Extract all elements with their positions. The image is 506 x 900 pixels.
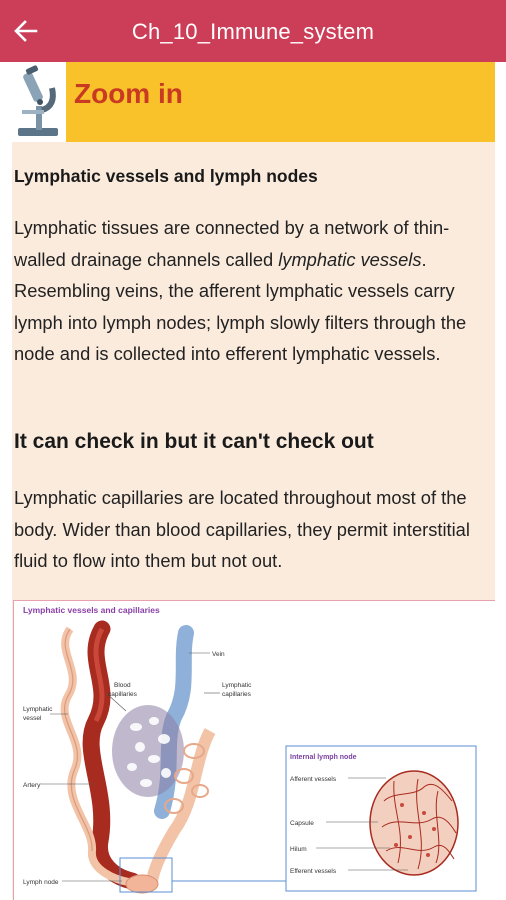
- label-blood-capillaries-1: Blood: [114, 682, 131, 689]
- label-lymph-node: Lymph node: [23, 879, 59, 886]
- section-paragraph: Lymphatic tissues are connected by a net…: [14, 217, 467, 365]
- page-title: Ch_10_Immune_system: [131, 19, 375, 44]
- label-lymphatic-capillaries-1: Lymphatic: [222, 682, 252, 689]
- inset-title: Internal lymph node: [290, 754, 357, 761]
- figure-title: Lymphatic vessels and capillaries: [23, 605, 160, 615]
- label-lymphatic-vessel-2: vessel: [23, 715, 42, 722]
- microscope-icon: [12, 62, 66, 142]
- zoom-in-banner: Zoom in: [12, 62, 495, 142]
- content-area: Zoom in Lymphatic vessels and lymph node…: [12, 62, 495, 900]
- label-artery: Artery: [23, 782, 41, 789]
- zoom-in-title: Zoom in: [74, 78, 183, 109]
- label-lymphatic-vessel-1: Lymphatic: [23, 706, 53, 713]
- label-lymphatic-capillaries-2: capillaries: [222, 691, 252, 698]
- label-capsule: Capsule: [290, 820, 314, 827]
- label-afferent-vessels: Afferent vessels: [290, 776, 337, 783]
- arrow-left-icon[interactable]: [12, 17, 40, 45]
- label-hilum: Hilum: [290, 846, 307, 853]
- app-bar: Ch_10_Immune_system: [0, 0, 506, 62]
- subsection-heading: It can check in but it can't check out: [14, 430, 374, 453]
- label-efferent-vessels: Efferent vessels: [290, 868, 337, 875]
- lymphatic-figure: Lymphatic vessels and capillaries: [13, 600, 495, 900]
- label-vein: Vein: [212, 651, 225, 658]
- italic-term: lymphatic vessels: [278, 248, 422, 270]
- label-blood-capillaries-2: capillaries: [108, 691, 138, 698]
- subsection-paragraph: Lymphatic capillaries are located throug…: [14, 487, 470, 572]
- section-heading: Lymphatic vessels and lymph nodes: [14, 166, 318, 186]
